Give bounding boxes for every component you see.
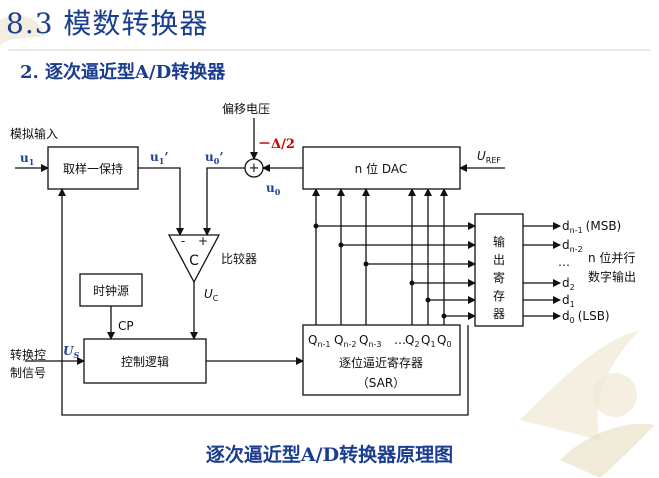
sar-bit-label: Qn-2 xyxy=(334,333,357,349)
comparator-label: 比较器 xyxy=(221,251,257,266)
output-register-char: 输 xyxy=(493,234,505,249)
sar-bit-label: Q0 xyxy=(437,333,452,349)
output-label: dn-2 xyxy=(562,238,583,254)
sar-to-register-bus xyxy=(313,222,476,320)
uc-label: UC xyxy=(204,287,219,303)
sar-bit-label: Qn-3 xyxy=(359,333,382,349)
control-logic-label: 控制逻辑 xyxy=(121,355,169,369)
dac-label: n 位 DAC xyxy=(355,161,408,176)
u1prime-wire xyxy=(138,167,184,236)
uref-label: UREF xyxy=(477,149,501,165)
sar-bit-label: Qn-1 xyxy=(308,333,331,349)
sar-bit-label: Q1 xyxy=(421,333,436,349)
u0prime-label: u0’ xyxy=(205,150,224,166)
output-register-char: 器 xyxy=(493,307,505,321)
sample-hold-label: 取样一保持 xyxy=(63,161,123,176)
output-label: d2 xyxy=(562,276,575,292)
comparator-letter: C xyxy=(189,253,199,269)
output-register-char: 寄 xyxy=(493,270,505,285)
output-register-block xyxy=(474,213,524,327)
diagram-caption: 逐次逼近型A/D转换器原理图 xyxy=(205,444,454,466)
u0-label: u0 xyxy=(266,181,281,197)
comparator-plus: + xyxy=(198,234,208,248)
summer-plus-sign: + xyxy=(249,161,260,176)
clock-block xyxy=(79,273,143,307)
page-title: 8.3 模数转换器 xyxy=(6,7,209,40)
parallel-output-label-1: n 位并行 xyxy=(588,250,635,265)
sar-bit-label: Q2 xyxy=(405,333,420,349)
cp-label: CP xyxy=(118,319,134,333)
output-label: d0(LSB) xyxy=(562,309,610,325)
output-ellipsis: … xyxy=(558,255,570,269)
sar-block xyxy=(302,324,461,396)
u1prime-label: u1’ xyxy=(150,150,169,166)
u1-label: u1 xyxy=(20,151,34,167)
sar-abbr: （SAR） xyxy=(357,376,405,390)
sar-bit-label: … xyxy=(394,333,406,347)
clock-label: 时钟源 xyxy=(93,283,129,298)
convert-control-label-2: 制信号 xyxy=(10,366,46,380)
output-label: d1 xyxy=(562,293,575,309)
convert-control-label-1: 转换控 xyxy=(10,347,46,362)
offset-value: －Δ/2 xyxy=(258,137,295,152)
analog-input-label: 模拟输入 xyxy=(10,126,58,141)
comparator-minus: - xyxy=(181,234,185,248)
u0prime-wire xyxy=(203,167,245,236)
us-label: US xyxy=(63,344,79,360)
output-label: dn-1(MSB) xyxy=(562,219,621,235)
section-subtitle: 2. 逐次逼近型A/D转换器 xyxy=(20,62,226,83)
output-register-char: 存 xyxy=(493,289,505,303)
offset-label: 偏移电压 xyxy=(222,101,270,116)
sar-name: 逐位逼近寄存器 xyxy=(339,355,423,370)
sar-to-dac-bus xyxy=(312,188,448,325)
control-logic-block xyxy=(83,338,207,384)
feedback-wire xyxy=(58,188,469,416)
output-register-char: 出 xyxy=(493,253,505,267)
parallel-output-label-2: 数字输出 xyxy=(588,269,636,284)
comparator-symbol xyxy=(167,234,221,284)
